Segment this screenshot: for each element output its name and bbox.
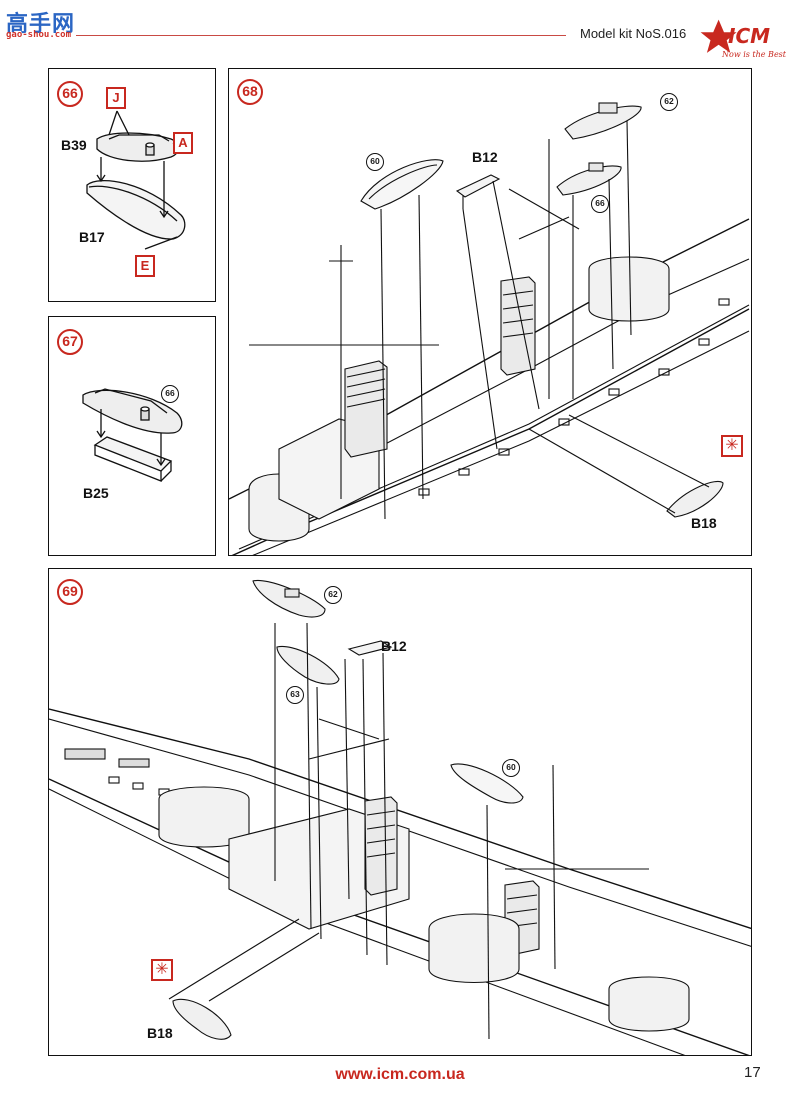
part-label-b18: B18 xyxy=(147,1025,173,1041)
footer-url[interactable]: www.icm.com.ua xyxy=(335,1066,465,1083)
part-label-b12: B12 xyxy=(472,149,498,165)
icm-logo-star-icon xyxy=(700,19,737,53)
site-watermark-logo: 高手网 gao-shou.com xyxy=(6,6,76,42)
part-label-b17: B17 xyxy=(79,229,105,245)
step-68-ship-drawing xyxy=(229,102,750,555)
part-label-b12: B12 xyxy=(381,638,407,654)
step-66-drawing xyxy=(86,110,186,250)
marker-icon: ✳ xyxy=(721,435,743,457)
icm-logo: ICM Now is the Best xyxy=(700,14,786,64)
page-number: 17 xyxy=(744,1064,761,1081)
ref-part-60: 60 xyxy=(366,153,384,171)
paint-callout-j: J xyxy=(106,87,126,109)
ref-part-62: 62 xyxy=(324,586,342,604)
part-label-b39: B39 xyxy=(61,137,87,153)
ref-part-66: 66 xyxy=(591,195,609,213)
step-69-ship-drawing xyxy=(49,579,751,1055)
step-69-panel: 69 62 63 60 B12 B18 ✳ xyxy=(48,568,752,1056)
ref-step-66: 66 xyxy=(161,385,179,403)
kit-label: Model kit NoS.016 xyxy=(580,26,687,41)
step-67-panel: 67 66 B25 xyxy=(48,316,216,556)
step-66-panel: 66 J A E B39 B17 xyxy=(48,68,216,302)
step-67-drawing xyxy=(82,388,183,482)
step-number-68: 68 xyxy=(237,79,263,105)
part-label-b25: B25 xyxy=(83,485,109,501)
step-number-66: 66 xyxy=(57,81,83,107)
ref-part-63: 63 xyxy=(286,686,304,704)
site-logo-subtext: gao-shou.com xyxy=(6,30,72,40)
header-rule xyxy=(76,35,566,36)
ref-part-62: 62 xyxy=(660,93,678,111)
paint-callout-e: E xyxy=(135,255,155,277)
paint-callout-a: A xyxy=(173,132,193,154)
step-68-panel: 68 60 62 66 B12 B18 ✳ xyxy=(228,68,752,556)
ref-part-60: 60 xyxy=(502,759,520,777)
part-label-b18: B18 xyxy=(691,515,717,531)
brand-tagline: Now is the Best xyxy=(722,50,786,59)
step-number-69: 69 xyxy=(57,579,83,605)
marker-icon: ✳ xyxy=(151,959,173,981)
step-number-67: 67 xyxy=(57,329,83,355)
brand-name: ICM xyxy=(728,24,771,48)
site-logo-text: 高手网 xyxy=(6,12,76,37)
